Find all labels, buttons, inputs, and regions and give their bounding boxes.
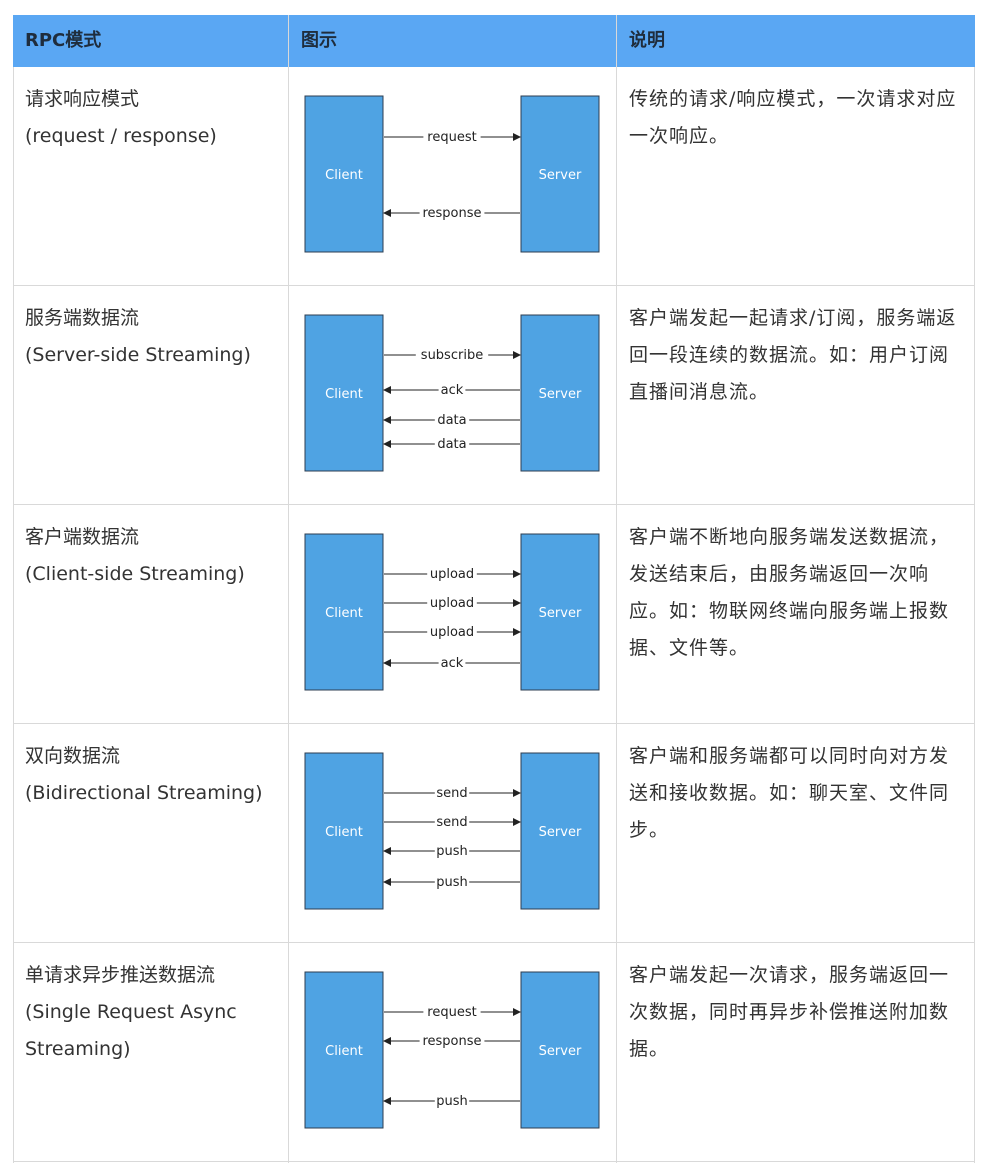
table-row: 客户端数据流 (Client-side Streaming) Client Serve…: [13, 505, 975, 724]
mode-name-cn: 双向数据流: [25, 745, 121, 767]
arrow-label-bg: [434, 435, 470, 452]
arrow-label: request: [427, 130, 476, 145]
arrow-label: ack: [441, 383, 464, 398]
arrow-label: send: [436, 815, 467, 830]
table-header: RPC模式 图示 说明: [13, 15, 975, 67]
mode-name-cn: 服务端数据流: [25, 307, 140, 329]
mode-name: 请求响应模式 (request / response): [25, 81, 280, 155]
server-label: Server: [539, 387, 582, 402]
arrow-label: upload: [430, 625, 474, 640]
arrow-label: upload: [430, 567, 474, 582]
mode-name-cn: 客户端数据流: [25, 526, 140, 548]
rpc-diagram-svg: Client Server upload upload upload ack: [304, 533, 600, 691]
client-box: [304, 533, 384, 691]
arrow-label: ack: [441, 656, 464, 671]
header-description: 说明: [629, 30, 665, 51]
server-box: [520, 971, 600, 1129]
table-border-left: [13, 67, 14, 1163]
arrow-label: send: [436, 786, 467, 801]
client-box: [304, 752, 384, 910]
server-box: [520, 95, 600, 253]
arrow-label: data: [437, 413, 466, 428]
arrow-label: data: [437, 437, 466, 452]
arrow-label-bg: [423, 128, 481, 145]
column-divider: [616, 67, 617, 1163]
rpc-diagram: Client Server request response: [301, 93, 601, 257]
arrow-label-bg: [427, 565, 477, 582]
arrow-label: push: [436, 844, 468, 859]
client-label: Client: [325, 387, 363, 402]
arrow-label-bg: [438, 654, 466, 671]
arrow-label-bg: [434, 813, 470, 830]
table-row: 服务端数据流 (Server-side Streaming) Client Serve…: [13, 286, 975, 505]
arrow-label-bg: [434, 411, 470, 428]
rpc-diagram: Client Server request response push: [301, 969, 601, 1133]
column-divider: [288, 67, 289, 1163]
arrow-label-bg: [438, 381, 466, 398]
rpc-diagram: Client Server send send push push: [301, 750, 601, 914]
rpc-diagram: Client Server upload upload upload ack: [301, 531, 601, 695]
rpc-diagram: Client Server subscribe ack data data: [301, 312, 601, 476]
header-divider: [616, 15, 617, 67]
table-row: 双向数据流 (Bidirectional Streaming) Client Serv…: [13, 724, 975, 943]
arrow-label: response: [422, 1034, 481, 1049]
arrow-label-bg: [415, 346, 489, 363]
header-diagram: 图示: [301, 30, 337, 51]
arrow-label-bg: [419, 1032, 485, 1049]
server-box: [520, 314, 600, 472]
rpc-diagram-svg: Client Server request response push: [304, 971, 600, 1129]
arrow-label-bg: [427, 623, 477, 640]
mode-description: 传统的请求/响应模式，一次请求对应一次响应。: [629, 88, 957, 147]
server-label: Server: [539, 606, 582, 621]
mode-description: 客户端不断地向服务端发送数据流，发送结束后，由服务端返回一次响应。如：物联网终端…: [629, 526, 950, 659]
client-label: Client: [325, 1044, 363, 1059]
table-border-right: [974, 67, 975, 1163]
arrow-label: response: [422, 206, 481, 221]
mode-description: 客户端发起一次请求，服务端返回一次数据，同时再异步补偿推送附加数据。: [629, 964, 950, 1060]
header-divider: [288, 15, 289, 67]
table-row: 单请求异步推送数据流 (Single Request Async Streamin…: [13, 943, 975, 1162]
mode-name-en: (Single Request Async Streaming): [25, 1001, 237, 1060]
mode-name: 单请求异步推送数据流 (Single Request Async Streamin…: [25, 957, 280, 1068]
arrow-label: subscribe: [421, 348, 483, 363]
arrow-label-bg: [423, 1003, 481, 1020]
arrow-label-bg: [427, 594, 477, 611]
client-label: Client: [325, 606, 363, 621]
mode-name-cn: 请求响应模式: [25, 88, 140, 110]
arrow-label-bg: [434, 784, 470, 801]
arrow-label: request: [427, 1005, 476, 1020]
arrow-label-bg: [434, 873, 470, 890]
client-box: [304, 95, 384, 253]
arrow-label: push: [436, 1094, 468, 1109]
client-box: [304, 971, 384, 1129]
server-label: Server: [539, 825, 582, 840]
mode-name: 服务端数据流 (Server-side Streaming): [25, 300, 280, 374]
arrow-label: upload: [430, 596, 474, 611]
mode-name: 双向数据流 (Bidirectional Streaming): [25, 738, 280, 812]
header-mode: RPC模式: [25, 30, 102, 51]
client-label: Client: [325, 168, 363, 183]
mode-name-en: (Client-side Streaming): [25, 563, 245, 585]
rpc-diagram-svg: Client Server subscribe ack data data: [304, 314, 600, 472]
mode-name-en: (Server-side Streaming): [25, 344, 251, 366]
client-label: Client: [325, 825, 363, 840]
server-box: [520, 752, 600, 910]
arrow-label-bg: [434, 842, 470, 859]
server-label: Server: [539, 1044, 582, 1059]
server-label: Server: [539, 168, 582, 183]
rpc-diagram-svg: Client Server request response: [304, 95, 600, 253]
mode-name-en: (Bidirectional Streaming): [25, 782, 263, 804]
mode-name-en: (request / response): [25, 125, 217, 147]
rpc-diagram-svg: Client Server send send push push: [304, 752, 600, 910]
mode-description: 客户端和服务端都可以同时向对方发送和接收数据。如：聊天室、文件同步。: [629, 745, 950, 841]
table-row: 请求响应模式 (request / response) Client Server re…: [13, 67, 975, 286]
arrow-label-bg: [419, 204, 485, 221]
mode-name: 客户端数据流 (Client-side Streaming): [25, 519, 280, 593]
server-box: [520, 533, 600, 691]
mode-name-cn: 单请求异步推送数据流: [25, 964, 216, 986]
mode-description: 客户端发起一起请求/订阅，服务端返回一段连续的数据流。如：用户订阅直播间消息流。: [629, 307, 957, 403]
arrow-label: push: [436, 875, 468, 890]
arrow-label-bg: [434, 1092, 470, 1109]
